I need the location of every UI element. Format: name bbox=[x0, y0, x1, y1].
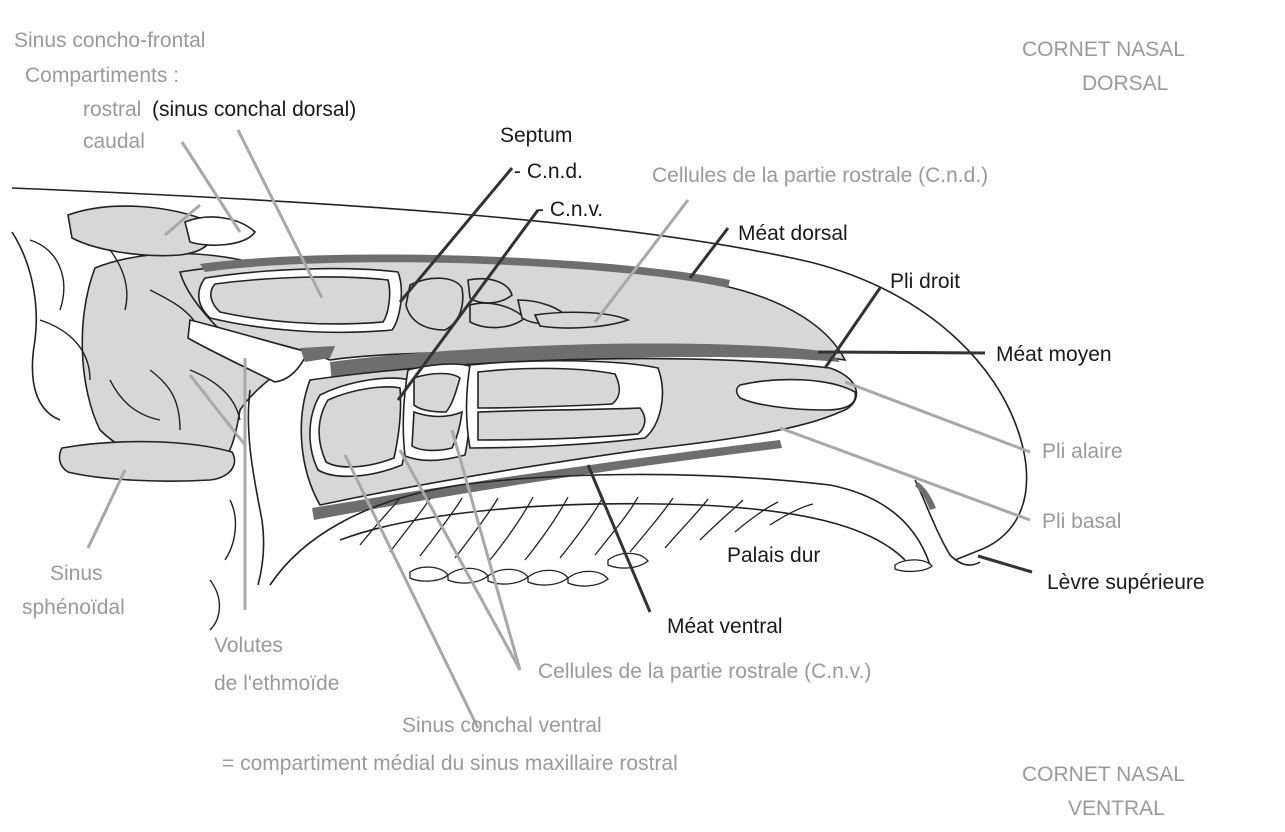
label-pli-alaire: Pli alaire bbox=[1042, 440, 1123, 463]
label-sinus-conchal-dorsal: (sinus conchal dorsal) bbox=[152, 98, 356, 121]
label-rostral: rostral bbox=[83, 98, 141, 121]
label-pli-basal: Pli basal bbox=[1042, 510, 1121, 533]
label-compartiments: Compartiments : bbox=[25, 64, 179, 87]
label-cellules-cnd: Cellules de la partie rostrale (C.n.d.) bbox=[652, 164, 988, 187]
caudal-compartment-small bbox=[185, 217, 255, 245]
section-label-dorsal-1: CORNET NASAL bbox=[1022, 38, 1185, 61]
label-meat-moyen: Méat moyen bbox=[996, 343, 1112, 366]
leader-levre-superieure bbox=[978, 556, 1032, 572]
leader-sinus-sphenoidal bbox=[88, 470, 125, 548]
section-label-dorsal-2: DORSAL bbox=[1082, 72, 1168, 95]
label-volutes-2: de l'ethmoïde bbox=[214, 672, 339, 695]
leader-meat-dorsal bbox=[690, 228, 728, 278]
label-sinus-conchal-ventral-2: = compartiment médial du sinus maxillair… bbox=[222, 752, 678, 775]
skull-outline-lower bbox=[248, 390, 263, 585]
skull-outline bbox=[12, 232, 60, 420]
label-cnv: - C.n.v. bbox=[537, 198, 603, 221]
leader-pli-droit bbox=[825, 288, 880, 368]
label-cellules-cnv: Cellules de la partie rostrale (C.n.v.) bbox=[538, 660, 871, 683]
label-sinus-conchal-ventral-1: Sinus conchal ventral bbox=[402, 714, 602, 737]
label-pli-droit: Pli droit bbox=[890, 270, 960, 293]
label-cnd: - C.n.d. bbox=[514, 160, 583, 183]
label-meat-dorsal: Méat dorsal bbox=[738, 222, 848, 245]
label-palais-dur: Palais dur bbox=[727, 544, 820, 567]
section-label-ventral-1: CORNET NASAL bbox=[1022, 763, 1185, 786]
ventral-conchal-sinus-inner bbox=[319, 387, 400, 467]
leader-meat-moyen bbox=[818, 352, 985, 353]
label-levre-superieure: Lèvre supérieure bbox=[1047, 571, 1205, 594]
diagram-drawing bbox=[12, 188, 1027, 630]
label-sinus-sphenoidal-2: sphénoïdal bbox=[22, 596, 125, 619]
label-caudal: caudal bbox=[83, 130, 145, 153]
label-meat-ventral: Méat ventral bbox=[667, 615, 783, 638]
leader-pli-alaire bbox=[845, 382, 1030, 452]
label-septum: Septum bbox=[500, 124, 572, 147]
leader-pli-basal bbox=[780, 428, 1030, 520]
label-sinus-concho-frontal: Sinus concho-frontal bbox=[14, 29, 205, 52]
label-volutes-1: Volutes bbox=[214, 634, 283, 657]
section-label-ventral-2: VENTRAL bbox=[1068, 797, 1165, 820]
upper-lip-mucosa bbox=[915, 482, 936, 510]
sphenoid-sinus bbox=[60, 442, 235, 482]
label-sinus-sphenoidal-1: Sinus bbox=[50, 562, 103, 585]
